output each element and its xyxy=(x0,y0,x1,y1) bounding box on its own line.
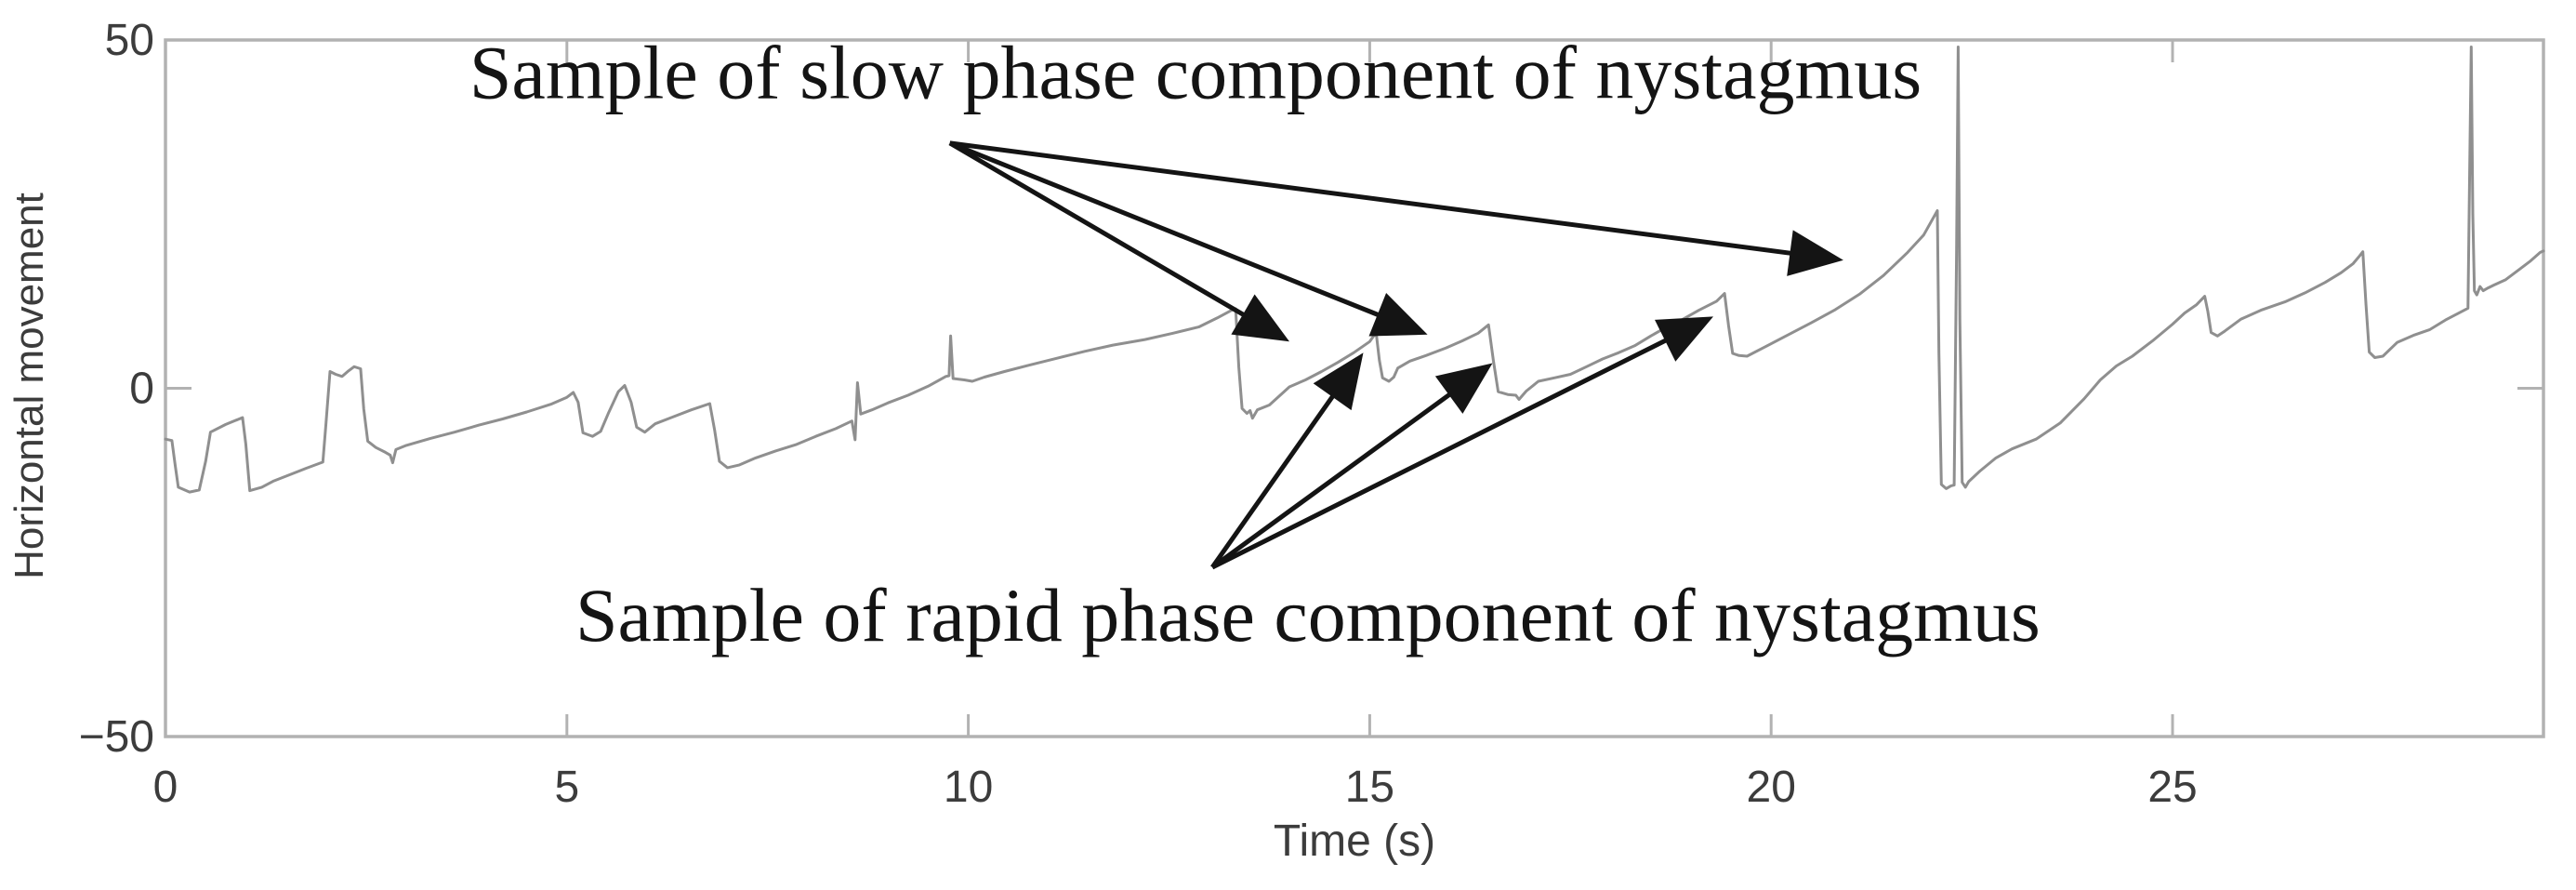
y-axis-label: Horizontal movement xyxy=(7,193,52,579)
x-tick-label: 15 xyxy=(1345,763,1394,812)
rapid-phase-arrow-line-3 xyxy=(1211,328,1686,570)
rapid-phase-arrowhead-icon-2 xyxy=(1434,363,1493,414)
rapid-phase-annotation-label: Sample of rapid phase component of nysta… xyxy=(575,573,2041,658)
rapid-phase-arrow-line-2 xyxy=(1210,379,1468,570)
x-tick-label: 0 xyxy=(153,763,178,812)
y-tick-label: 0 xyxy=(129,365,154,414)
slow-phase-arrowhead-icon-1 xyxy=(1231,294,1289,342)
x-tick-label: 5 xyxy=(554,763,579,812)
label-layer: Horizontal movement Time (s) Sample of s… xyxy=(7,30,2041,866)
slow-phase-arrow-line-3 xyxy=(949,140,1812,259)
rapid-phase-arrowhead-icon-1 xyxy=(1313,352,1364,411)
rapid-phase-arrow-line-1 xyxy=(1210,378,1347,569)
rapid-phase-arrowhead-icon-3 xyxy=(1655,316,1713,362)
x-tick-label: 20 xyxy=(1747,763,1796,812)
x-tick-label: 10 xyxy=(944,763,993,812)
eye-movement-trace xyxy=(164,46,2545,494)
arrow-layer xyxy=(948,140,1843,570)
x-tick-label: 25 xyxy=(2147,763,2197,812)
y-tick-label: −50 xyxy=(79,712,154,762)
y-tick-label: 50 xyxy=(105,16,154,65)
x-axis-label: Time (s) xyxy=(1274,817,1435,866)
slow-phase-arrow-line-1 xyxy=(948,140,1263,327)
slow-phase-arrow-line-2 xyxy=(948,140,1399,325)
slow-phase-arrowhead-icon-3 xyxy=(1787,230,1843,276)
slow-phase-annotation-label: Sample of slow phase component of nystag… xyxy=(469,30,1922,114)
slow-phase-arrowhead-icon-2 xyxy=(1368,293,1428,337)
curve-layer xyxy=(164,46,2545,494)
